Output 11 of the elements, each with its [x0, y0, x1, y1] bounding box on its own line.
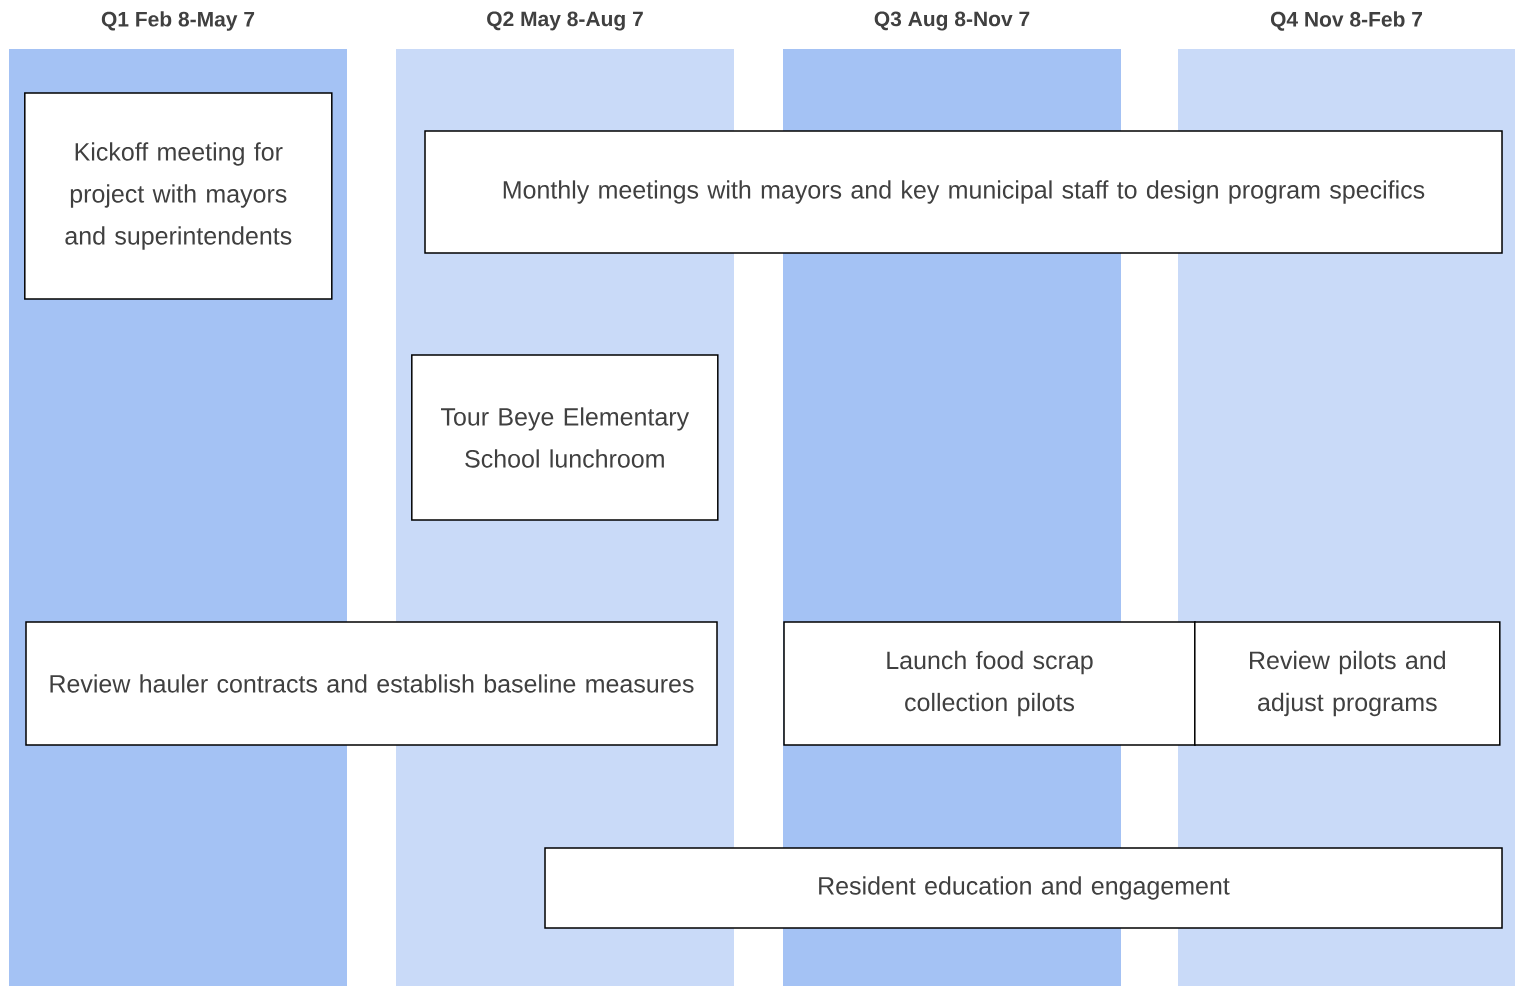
- task-box: Tour Beye Elementary School lunchroom: [411, 354, 719, 521]
- quarter-heading: Q2 May 8-Aug 7: [487, 11, 643, 31]
- task-box: Monthly meetings with mayors and key municipal staff to design program specifics: [424, 130, 1503, 254]
- task-box: Launch food scrap collection pilots: [783, 621, 1196, 746]
- quarter-heading: Q4 Nov 8-Feb 7: [1270, 11, 1422, 31]
- quarter-heading: Q3 Aug 8-Nov 7: [874, 11, 1030, 31]
- task-box: Review hauler contracts and establish baseline measures: [25, 621, 718, 746]
- task-box: Kickoff meeting for project with mayors and superintendents: [24, 92, 333, 300]
- task-box: Resident education and engagement: [544, 847, 1503, 929]
- task-box: Review pilots and adjust programs: [1194, 621, 1501, 746]
- quarter-heading: Q1 Feb 8-May 7: [101, 11, 255, 31]
